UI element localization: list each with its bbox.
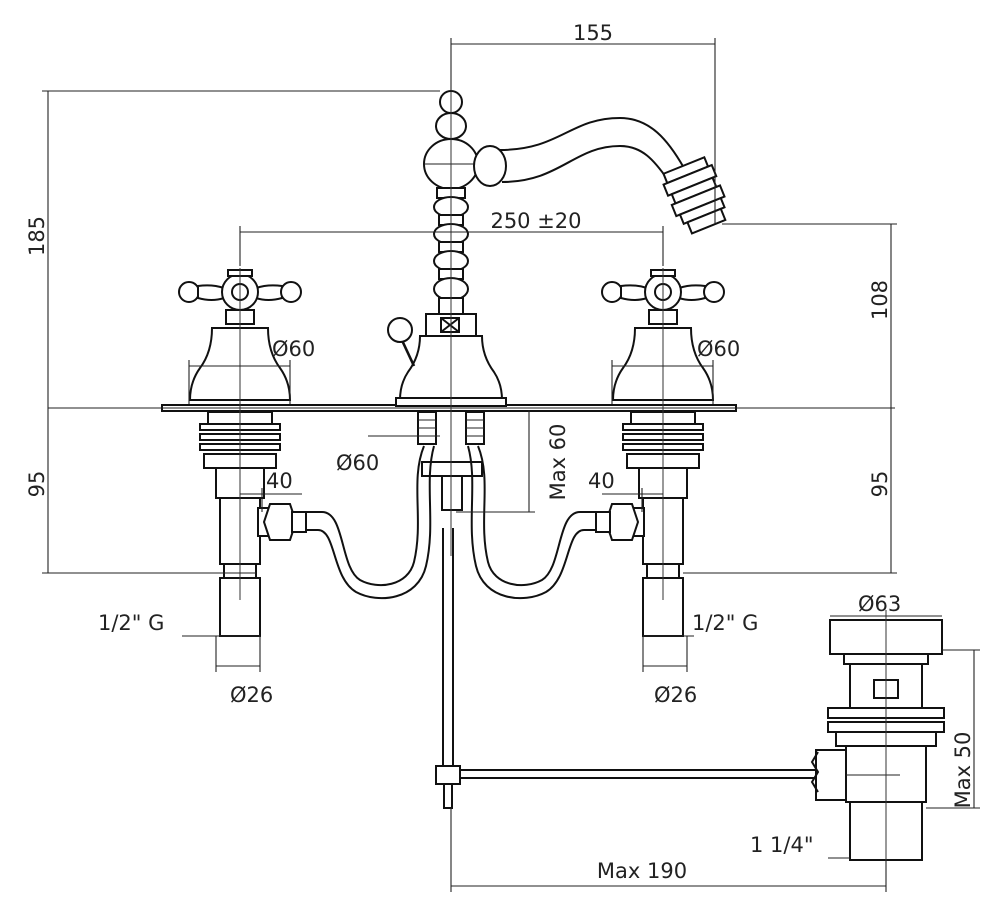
dim-inlet-left: 40 — [240, 469, 302, 512]
dim-inlet-right: 40 — [588, 469, 663, 512]
dim-handle-base-right: Ø60 — [611, 337, 740, 404]
drain-assembly — [810, 619, 945, 861]
dim-underside-right: 95 — [683, 408, 897, 574]
spout-arm — [473, 116, 727, 235]
dim-thread-left: 1/2" G — [98, 611, 260, 637]
dim-underside-left: 95 — [25, 408, 256, 574]
dim-thread-right: 1/2" G — [643, 611, 758, 637]
dim-total-height: 185 — [25, 90, 440, 408]
dim-label-max60: Max 60 — [546, 424, 570, 501]
dim-label-thread-right: 1/2" G — [692, 611, 758, 635]
spout-body — [387, 90, 507, 407]
dim-label-63: Ø63 — [858, 592, 901, 616]
dim-label-thread-drain: 1 1/4" — [750, 833, 814, 857]
dim-diameter-left: Ø26 — [215, 636, 273, 707]
dim-label-max190: Max 190 — [597, 859, 687, 883]
dim-rod-length: Max 190 — [450, 808, 887, 892]
dim-label-right-base: Ø60 — [697, 337, 740, 361]
dim-label-26-left: Ø26 — [230, 683, 273, 707]
dim-label-max50: Max 50 — [951, 732, 975, 809]
dim-spout-height: 108 — [722, 223, 897, 408]
dim-label-thread-left: 1/2" G — [98, 611, 164, 635]
dim-label-spread: 250 ±20 — [490, 209, 581, 233]
dim-label-40-right: 40 — [588, 469, 615, 493]
dim-label-underside-spout: Ø60 — [336, 451, 379, 475]
dim-drain-height: Max 50 — [926, 649, 980, 809]
dim-label-155: 155 — [573, 21, 613, 45]
dim-max-deck: Max 60 — [456, 410, 570, 513]
dim-label-185: 185 — [25, 216, 49, 256]
dim-drain-diameter: Ø63 — [830, 592, 942, 617]
dim-spout-reach: 155 — [450, 21, 716, 224]
dim-label-108: 108 — [868, 280, 892, 320]
dim-drain-thread: 1 1/4" — [750, 833, 850, 859]
dim-handle-base-left: Ø60 — [188, 337, 315, 404]
dim-spread: 250 ±20 — [239, 209, 664, 266]
dim-label-95-left: 95 — [25, 471, 49, 498]
flexible-hoses — [257, 445, 645, 600]
dim-label-26-right: Ø26 — [654, 683, 697, 707]
dim-label-95-right: 95 — [868, 471, 892, 498]
center-lines — [239, 88, 887, 890]
pop-up-rod — [435, 528, 816, 809]
dim-underside-spout: Ø60 — [336, 435, 440, 475]
dim-label-40-left: 40 — [266, 469, 293, 493]
dim-label-left-base: Ø60 — [272, 337, 315, 361]
dim-diameter-right: Ø26 — [642, 636, 697, 707]
